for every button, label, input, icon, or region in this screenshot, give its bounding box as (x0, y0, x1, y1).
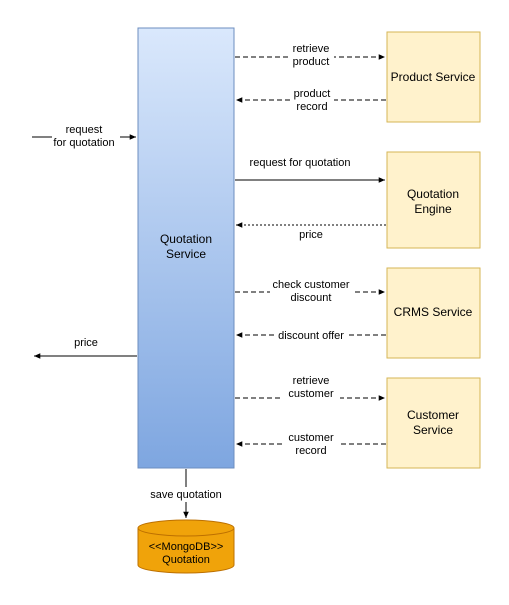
edge-label-retrieve-product-line2: product (293, 56, 330, 68)
edge-label-check-customer-line1: check customer (272, 279, 349, 291)
quotation-service-label-line1: Quotation (160, 232, 212, 246)
edge-label-price-out: price (74, 337, 98, 349)
edge-label-discount-offer: discount offer (278, 330, 344, 342)
mongodb-label-line2: Quotation (162, 554, 210, 566)
edge-label-retrieve-product-line1: retrieve (293, 43, 330, 55)
edge-price-out: price (34, 337, 137, 359)
quotation-engine-node[interactable]: Quotation Engine (386, 151, 481, 249)
quotation-service-label-line2: Service (166, 247, 206, 261)
customer-service-node[interactable]: Customer Service (386, 377, 481, 469)
crms-service-label: CRMS Service (394, 305, 473, 319)
edge-label-customer-record-line2: record (295, 445, 326, 457)
edge-label-product-record-line2: record (296, 101, 327, 113)
edge-retrieve-customer: retrieve customer (235, 374, 385, 402)
edge-price-return: price (236, 222, 386, 241)
product-service-node[interactable]: Product Service (386, 31, 481, 123)
edge-request-for-quotation: request for quotation (235, 157, 385, 183)
crms-service-node[interactable]: CRMS Service (386, 267, 481, 359)
edge-product-record: product record (236, 86, 386, 114)
edge-label-product-record-line1: product (294, 88, 331, 100)
quotation-engine-label-line2: Engine (414, 202, 452, 216)
edge-label-price-return: price (299, 229, 323, 241)
edge-label-customer-record-line1: customer (288, 432, 334, 444)
mongodb-quotation-database[interactable]: <<MongoDB>> Quotation (137, 519, 235, 574)
edge-label-request-for-quotation: request for quotation (250, 157, 351, 169)
edge-retrieve-product: retrieve product (235, 41, 385, 69)
quotation-service-node[interactable]: Quotation Service (137, 27, 235, 469)
customer-service-label-line2: Service (413, 423, 453, 437)
edge-label-retrieve-customer-line2: customer (288, 388, 334, 400)
customer-service-label-line1: Customer (407, 408, 459, 422)
mongodb-label-line1: <<MongoDB>> (149, 541, 224, 553)
edge-save-quotation: save quotation (142, 469, 230, 518)
edge-check-customer-discount: check customer discount (235, 277, 385, 305)
quotation-engine-label-line1: Quotation (407, 187, 459, 201)
product-service-label: Product Service (391, 70, 476, 84)
edge-label-save-quotation: save quotation (150, 489, 222, 501)
edge-customer-record: customer record (236, 430, 386, 458)
edge-label-request-line1: request (66, 124, 103, 136)
edge-label-request-line2: for quotation (53, 137, 114, 149)
edge-label-check-customer-line2: discount (291, 292, 332, 304)
edge-discount-offer: discount offer (236, 328, 386, 342)
edge-request-for-quotation-in: request for quotation (32, 121, 136, 151)
edge-label-retrieve-customer-line1: retrieve (293, 375, 330, 387)
